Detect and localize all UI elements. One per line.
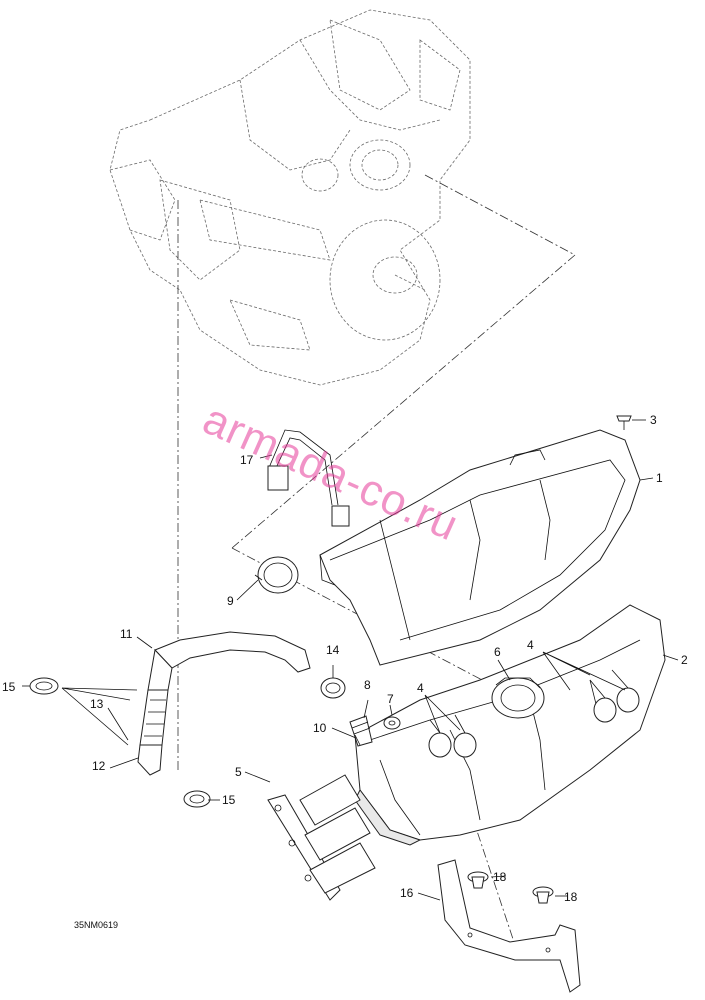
part-15-clamp-lower: [183, 790, 211, 808]
callout-18-right: 18: [564, 890, 578, 904]
part-3-screw: [616, 415, 632, 430]
callout-3: 3: [650, 413, 657, 427]
part-10-airbox-seal: [354, 734, 361, 746]
part-1-airbox-cover: [319, 429, 641, 666]
part-15-clamp-upper: [29, 677, 59, 695]
part-7-grommet: [383, 716, 401, 730]
watermark: armada-co.ru: [196, 394, 466, 550]
leader-lines: [22, 419, 679, 901]
callout-4-right: 4: [527, 638, 534, 652]
part-2-airbox-base: [354, 604, 666, 846]
part-16-bracket: [437, 859, 581, 993]
callout-9: 9: [227, 594, 234, 608]
part-11-breather-hose: [137, 631, 311, 776]
callout-16: 16: [400, 886, 414, 900]
engine-illustration: [109, 9, 471, 386]
part-18-fastener-b: [532, 886, 554, 904]
part-6-rubber-coupler: [491, 677, 545, 719]
callout-11: 11: [120, 627, 133, 641]
callout-labels: 3 1 2 4 4 6 7 8 14 9 10 11 13 12 15 15 5…: [2, 413, 688, 904]
callout-15-right: 15: [222, 793, 236, 807]
callout-10: 10: [313, 721, 327, 735]
callout-2: 2: [681, 653, 688, 667]
callout-1: 1: [656, 471, 663, 485]
drawing-code: 35NM0619: [74, 920, 118, 930]
part-17-strap: [267, 429, 350, 527]
callout-13: 13: [90, 697, 104, 711]
part-18-fastener-a: [467, 871, 489, 889]
callout-18-left: 18: [493, 870, 507, 884]
callout-17: 17: [240, 453, 254, 467]
callout-15-left: 15: [2, 680, 16, 694]
callout-8: 8: [364, 678, 371, 692]
part-5-intake-manifold: [267, 774, 376, 901]
callout-4-left: 4: [417, 681, 424, 695]
callout-14: 14: [326, 643, 340, 657]
callout-7: 7: [387, 692, 394, 706]
callout-5: 5: [235, 765, 242, 779]
callout-12: 12: [92, 759, 106, 773]
part-9-clamp: [254, 556, 299, 594]
part-14-clamp: [320, 677, 346, 699]
callout-6: 6: [494, 645, 501, 659]
part-4-intake-tubes: [428, 669, 640, 758]
part-8-fitting: [349, 715, 373, 747]
